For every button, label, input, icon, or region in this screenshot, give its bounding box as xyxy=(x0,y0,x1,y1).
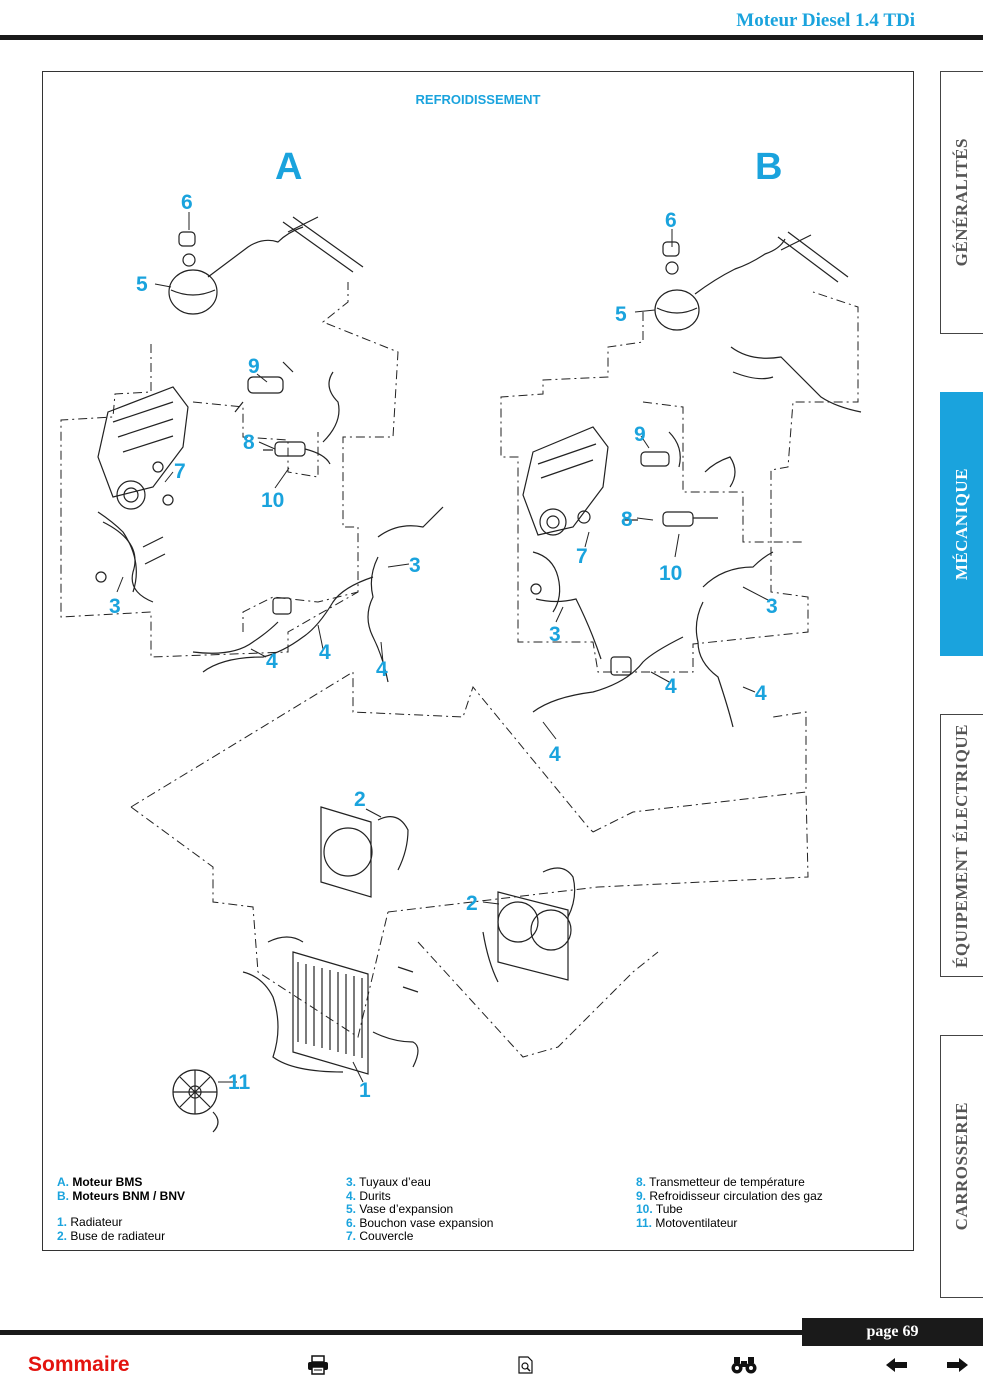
dash-outline-a xyxy=(60,282,399,658)
legend-item: B. Moteurs BNM / BNV xyxy=(57,1188,186,1203)
legend-item: 8. Transmetteur de température xyxy=(636,1175,805,1189)
figure-title: REFROIDISSEMENT xyxy=(415,92,541,107)
callout-b-4-left: 4 xyxy=(549,743,561,766)
radiator-assembly xyxy=(172,806,576,1133)
dash-lower-d xyxy=(130,806,389,1038)
legend-item: 4. Durits xyxy=(346,1188,391,1203)
variant-a-letter: A xyxy=(275,146,302,188)
legend-item: 10. Tube xyxy=(636,1202,683,1216)
legend-col-2: 3. Tuyaux d’eau 4. Durits 5. Vase d’expa… xyxy=(346,1175,494,1244)
top-rule xyxy=(0,35,983,40)
callout-2-a: 2 xyxy=(354,788,366,811)
tab-equipement-electrique[interactable]: ÉQUIPEMENT ÉLECTRIQUE xyxy=(940,714,983,977)
radiator-core xyxy=(292,951,369,1075)
legend-item: 9. Refroidisseur circulation des gaz xyxy=(636,1188,823,1203)
callout-a-4-right: 4 xyxy=(376,658,388,681)
callout-b-3-left: 3 xyxy=(549,623,561,646)
callout-b-7: 7 xyxy=(576,545,588,568)
callout-b-4-right: 4 xyxy=(755,682,767,705)
callout-b-10: 10 xyxy=(659,562,682,585)
legend-col-1: A. Moteur BMS B. Moteurs BNM / BNV 1. Ra… xyxy=(57,1175,186,1243)
figure-frame: REFROIDISSEMENT A B xyxy=(42,71,914,1251)
page-number: page 69 xyxy=(802,1318,983,1346)
callout-b-5: 5 xyxy=(615,303,627,326)
callout-1: 1 xyxy=(359,1079,371,1102)
callout-a-4-left: 4 xyxy=(266,650,278,673)
legend-item: 6. Bouchon vase expansion xyxy=(346,1215,494,1230)
dash-outline-b-inner xyxy=(642,401,803,543)
callout-leaders xyxy=(116,212,769,1083)
legend-item: 1. Radiateur xyxy=(57,1215,123,1229)
legend-item: 5. Vase d’expansion xyxy=(346,1202,454,1216)
variant-b-letter: B xyxy=(755,146,782,188)
callout-a-9: 9 xyxy=(248,355,260,378)
engine-b-parts xyxy=(522,231,862,728)
tab-generalites[interactable]: GÉNÉRALITÉS xyxy=(940,71,983,334)
bottom-rule xyxy=(0,1330,983,1335)
expansion-tank-a xyxy=(168,269,218,315)
dash-lower-a xyxy=(130,671,594,833)
cooling-exploded-diagram: A B xyxy=(60,146,862,1133)
engine-block-b xyxy=(522,426,609,536)
callout-a-6: 6 xyxy=(181,191,193,214)
dash-lower-e xyxy=(417,941,659,1058)
legend-col-3: 8. Transmetteur de température 9. Refroi… xyxy=(636,1175,823,1230)
callout-a-3-right: 3 xyxy=(409,554,421,577)
callout-b-6: 6 xyxy=(665,209,677,232)
legend-item: 7. Couvercle xyxy=(346,1229,414,1243)
fan-shroud-a xyxy=(320,806,372,898)
callout-a-3-left: 3 xyxy=(109,595,121,618)
legend-item: 11. Motoventilateur xyxy=(636,1215,738,1230)
dash-outline-a-lower xyxy=(242,591,359,632)
callout-a-4-mid: 4 xyxy=(319,641,331,664)
sommaire-link[interactable]: Sommaire xyxy=(28,1353,130,1376)
callout-b-3-right: 3 xyxy=(766,595,778,618)
tab-mecanique[interactable]: MÉCANIQUE xyxy=(940,392,983,656)
legend-item: A. Moteur BMS xyxy=(57,1175,143,1189)
callout-11: 11 xyxy=(228,1071,251,1094)
tab-carrosserie[interactable]: CARROSSERIE xyxy=(940,1035,983,1298)
arrow-left-icon[interactable] xyxy=(886,1350,908,1380)
callout-b-4-mid: 4 xyxy=(665,675,677,698)
callout-2-b: 2 xyxy=(466,892,478,915)
callout-b-8: 8 xyxy=(621,508,633,531)
print-icon[interactable] xyxy=(307,1350,329,1380)
callout-a-10: 10 xyxy=(261,489,284,512)
engine-block-a xyxy=(97,386,189,498)
header-title: Moteur Diesel 1.4 TDi xyxy=(736,10,915,31)
dash-lower-c xyxy=(387,791,809,913)
engine-a-parts xyxy=(95,216,444,683)
callout-a-5: 5 xyxy=(136,273,148,296)
legend-item: 3. Tuyaux d’eau xyxy=(346,1175,431,1189)
arrow-right-icon[interactable] xyxy=(946,1350,968,1380)
callout-b-9: 9 xyxy=(634,423,646,446)
dash-outline-b xyxy=(500,291,859,673)
fan-shroud-b xyxy=(497,891,569,981)
search-document-icon[interactable] xyxy=(518,1350,534,1380)
legend-item: 2. Buse de radiateur xyxy=(57,1228,166,1243)
dash-outline-a-inner xyxy=(192,401,319,478)
binoculars-icon[interactable] xyxy=(731,1350,757,1380)
dash-lower-b xyxy=(592,711,807,833)
callout-a-7: 7 xyxy=(174,460,186,483)
callout-a-8: 8 xyxy=(243,431,255,454)
